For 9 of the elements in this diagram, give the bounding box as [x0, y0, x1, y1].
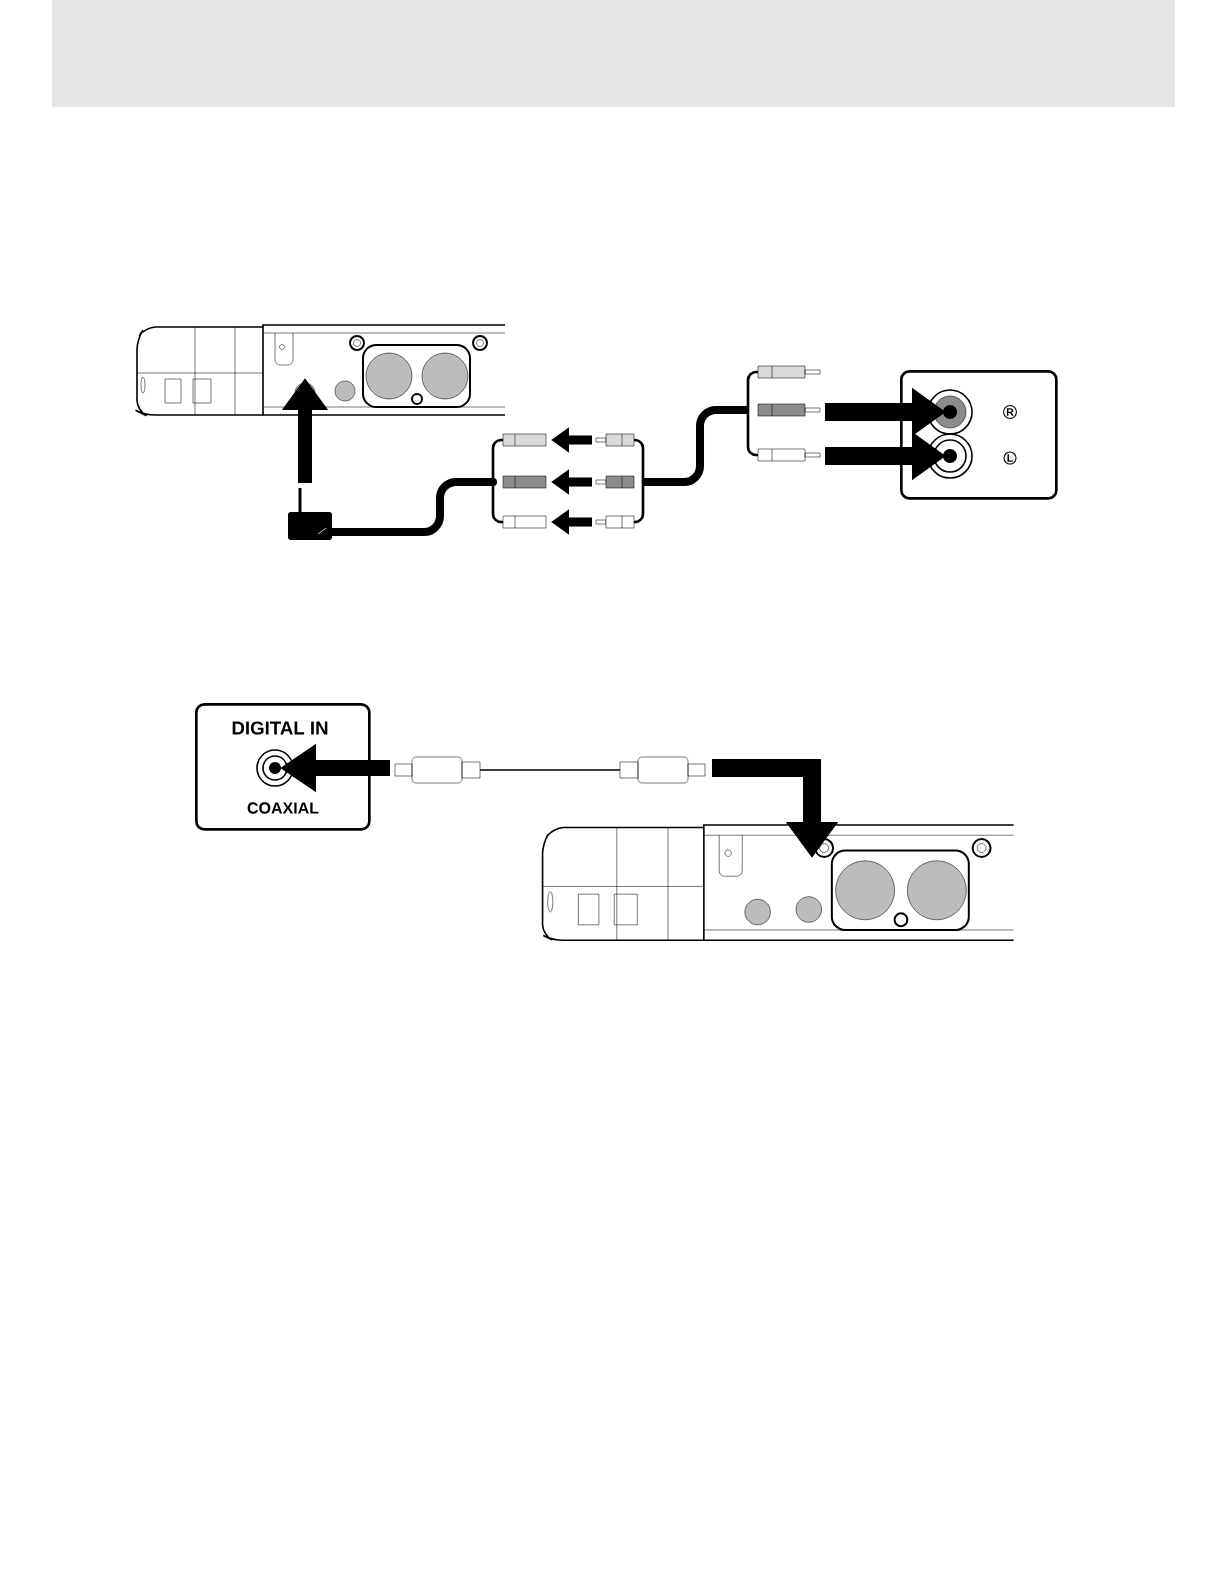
soundbar-drawing [541, 824, 1015, 941]
soundbar-drawing [134, 324, 506, 417]
panel-label: DIGITAL IN [232, 721, 328, 735]
channel-label: L [1003, 451, 1017, 465]
rca-cable-drawing [595, 365, 821, 529]
adapter-cable-drawing [288, 433, 547, 540]
coaxial-cable-drawing [394, 756, 706, 784]
panel-label: COAXIAL [247, 802, 319, 814]
channel-label: R [1003, 405, 1017, 419]
